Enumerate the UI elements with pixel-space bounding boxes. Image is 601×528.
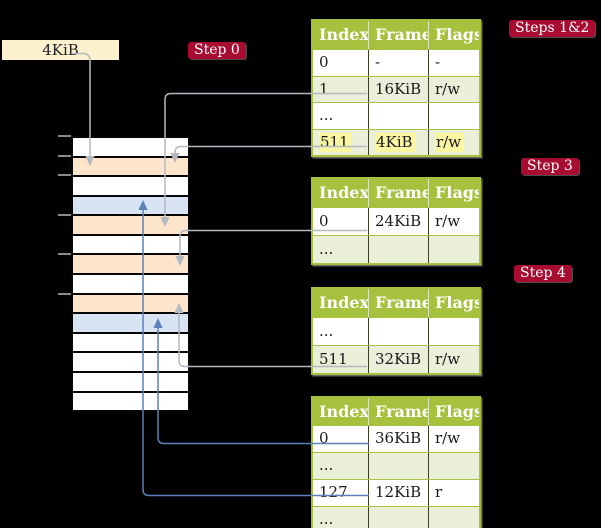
memory-boundary-tick (58, 213, 71, 216)
cell-index: 0 (319, 53, 329, 71)
cell-frame (368, 236, 428, 263)
cell-flags: r/w (428, 346, 479, 373)
cell-flags: r/w (428, 129, 479, 155)
table-row: ... (313, 235, 479, 263)
frame-size-box: 4KiB (2, 40, 119, 60)
cell-index: 511 (319, 350, 348, 368)
badge-step-4: Step 4 (514, 265, 572, 282)
cell-frame (368, 318, 428, 345)
cell-flags (428, 318, 479, 345)
memory-row-12 (73, 353, 188, 373)
memory-row-6 (73, 235, 188, 256)
cell-frame: 32KiB (368, 346, 428, 373)
highlight-text: 4KiB (375, 132, 416, 152)
memory-row-8 (73, 275, 188, 295)
cell-index: ... (319, 510, 334, 528)
column-header-flags: Flags (428, 179, 479, 207)
memory-boundary-tick (58, 135, 71, 137)
cell-index: 511 (313, 130, 368, 156)
cell-flags (428, 453, 479, 479)
memory-row-3 (73, 177, 188, 197)
table-row: 1 16KiB r/w (313, 75, 479, 102)
cell-frame (368, 507, 428, 528)
table-row: 127 12KiB r (313, 479, 479, 506)
cell-frame: 4KiB (368, 129, 428, 155)
table-row: ... (313, 102, 479, 129)
cell-frame: 12KiB (368, 480, 428, 506)
page-table-level-3: Index Frame Flags 0 36KiB r/w ... 127 12… (311, 396, 481, 528)
cell-index: ... (319, 456, 334, 474)
cell-index: 1 (319, 79, 329, 98)
cell-flags: r/w (428, 208, 479, 235)
cell-frame (368, 103, 428, 129)
memory-row-11 (73, 333, 188, 354)
badge-steps-1-2: Steps 1&2 (509, 20, 596, 37)
memory-row-14 (73, 392, 188, 411)
table-row-highlighted: 511 4KiB r/w (313, 128, 479, 156)
badge-step-3: Step 3 (521, 158, 579, 175)
page-table-level-2: Index Frame Flags ... 511 32KiB r/w (311, 287, 481, 375)
column-header-frame: Frame (368, 21, 428, 49)
badge-step-0: Step 0 (188, 42, 246, 59)
cell-flags: r/w (428, 426, 479, 452)
table-header-row: Index Frame Flags (313, 179, 479, 207)
memory-boundary-tick (58, 154, 71, 157)
column-header-flags: Flags (428, 398, 479, 425)
memory-boundary-tick (58, 174, 71, 177)
table-header-row: Index Frame Flags (313, 398, 479, 425)
table-row: ... (313, 506, 479, 528)
memory-row-2 (73, 157, 188, 178)
memory-row-4 (73, 196, 188, 217)
cell-frame: 16KiB (368, 76, 428, 102)
memory-row-9 (73, 294, 188, 315)
cell-flags (428, 507, 479, 528)
page-table-level-0: Index Frame Flags 0 - - 1 16KiB r/w ... … (311, 19, 481, 157)
table-row: 0 24KiB r/w (313, 207, 479, 235)
column-header-frame: Frame (368, 398, 428, 425)
memory-row-10 (73, 314, 188, 334)
cell-index: ... (319, 106, 334, 124)
table-header-row: Index Frame Flags (313, 21, 479, 49)
memory-row-7 (73, 255, 188, 276)
column-header-flags: Flags (428, 21, 479, 49)
physical-memory-column (71, 136, 190, 412)
table-row: ... (313, 317, 479, 345)
memory-boundary-tick (58, 292, 71, 295)
column-header-frame: Frame (368, 179, 428, 207)
cell-index: 0 (319, 212, 329, 230)
column-header-index: Index (319, 402, 368, 421)
table-row: 0 36KiB r/w (313, 425, 479, 452)
column-header-flags: Flags (428, 289, 479, 317)
cell-index: 127 (319, 483, 348, 501)
cell-frame: 36KiB (368, 426, 428, 452)
cell-index: ... (319, 322, 334, 340)
cell-frame: - (368, 50, 428, 76)
memory-boundary-tick (58, 253, 71, 256)
column-header-index: Index (319, 25, 368, 44)
table-header-row: Index Frame Flags (313, 289, 479, 317)
cell-index: 0 (319, 429, 329, 447)
page-table-level-1: Index Frame Flags 0 24KiB r/w ... (311, 177, 481, 265)
memory-row-13 (73, 372, 188, 393)
cell-index: ... (319, 240, 334, 258)
column-header-index: Index (319, 293, 368, 312)
column-header-frame: Frame (368, 289, 428, 317)
cell-flags: - (428, 50, 479, 76)
column-header-index: Index (319, 183, 368, 202)
table-row: ... (313, 452, 479, 479)
table-row: 511 32KiB r/w (313, 345, 479, 373)
cell-flags (428, 236, 479, 263)
memory-row-1 (73, 138, 188, 158)
table-row: 0 - - (313, 49, 479, 76)
cell-flags (428, 103, 479, 129)
cell-frame (368, 453, 428, 479)
memory-row-5 (73, 216, 188, 236)
highlight-text: r/w (435, 132, 465, 152)
cell-flags: r/w (428, 76, 479, 102)
cell-flags: r (428, 480, 479, 506)
highlight-text: 511 (319, 132, 352, 152)
cell-frame: 24KiB (368, 208, 428, 235)
